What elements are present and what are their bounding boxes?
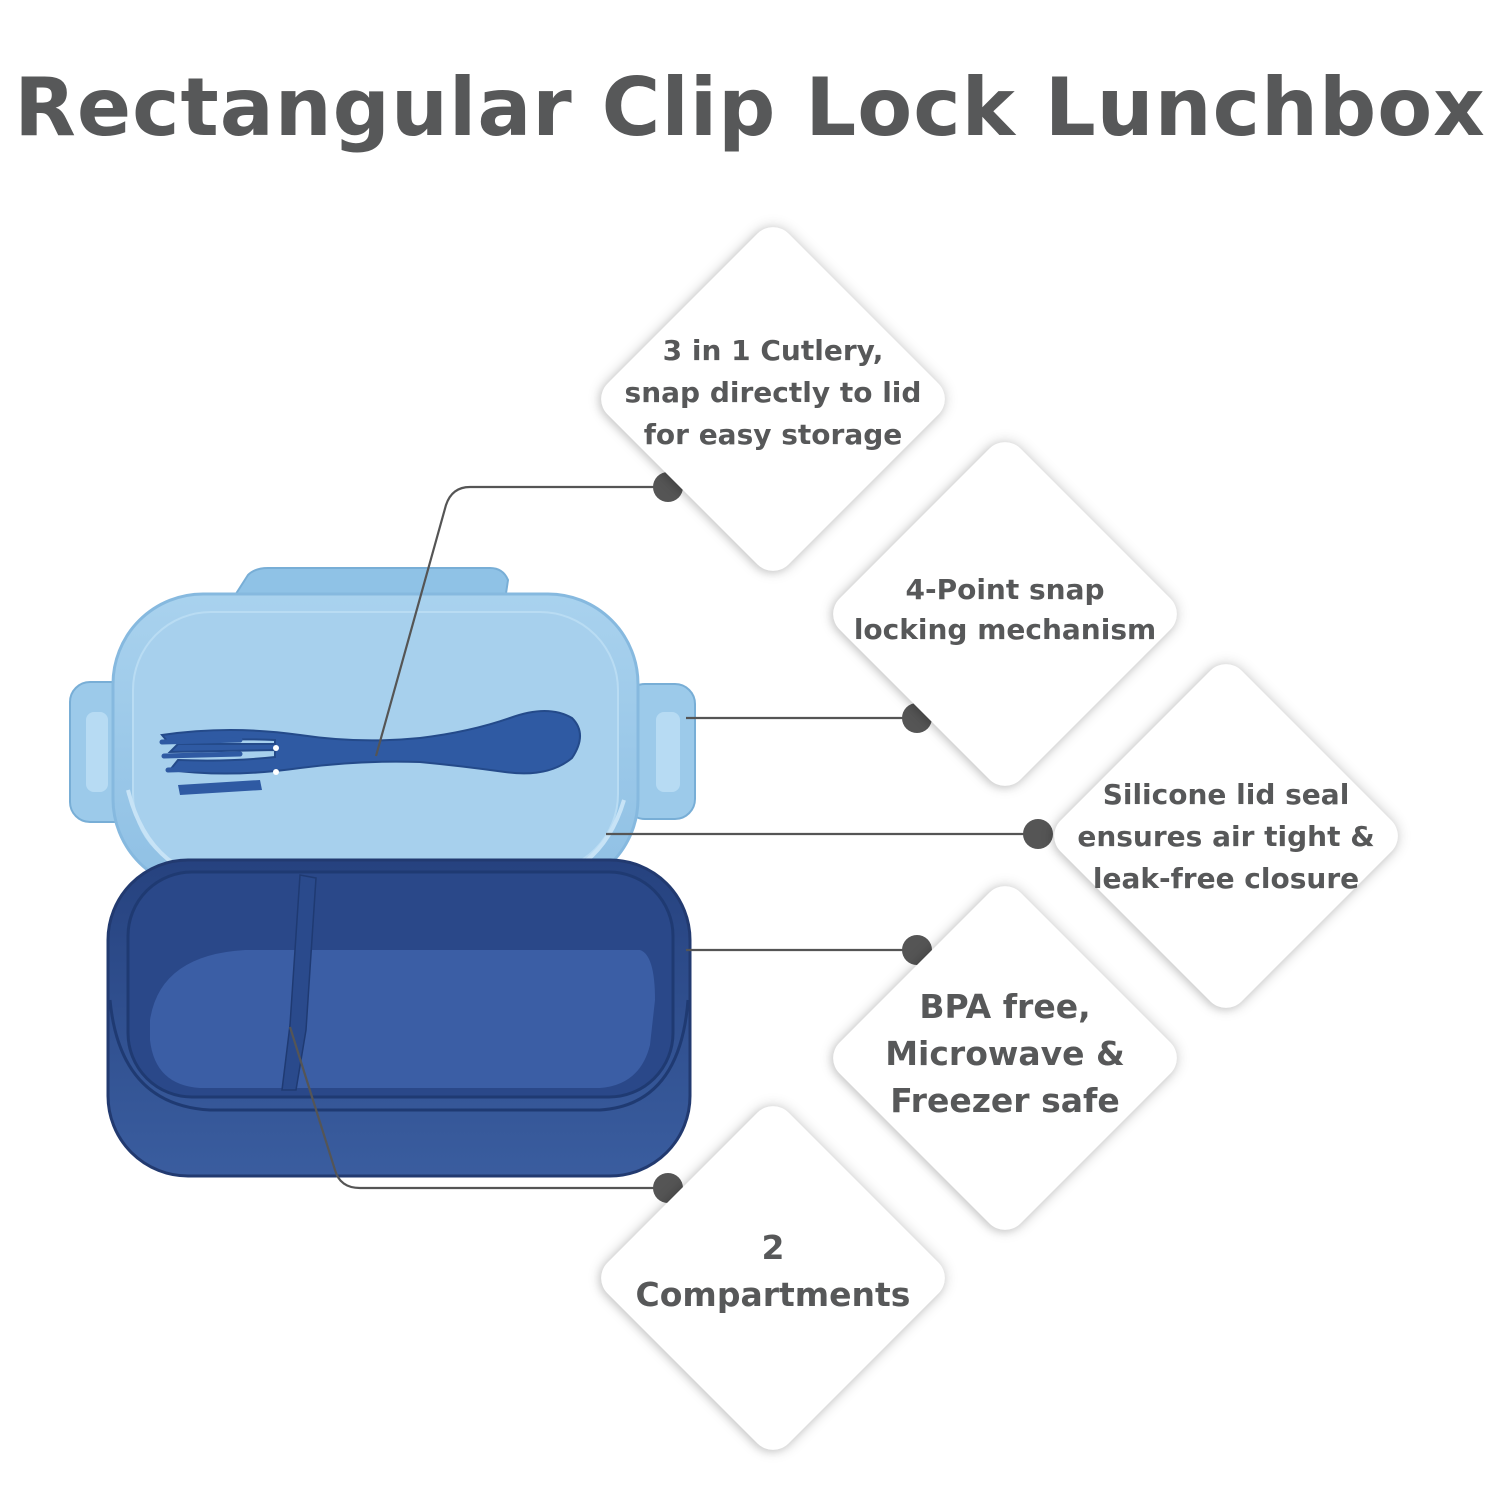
spork-icon [159, 710, 581, 795]
feature-text-compartments: 2 Compartments [635, 1228, 911, 1314]
callout-lines [288, 485, 1035, 1190]
lunchbox-lid [69, 567, 696, 891]
feature-text-locking: 4-Point snap locking mechanism [853, 573, 1157, 646]
callout-dots [653, 472, 1053, 1203]
page-title: Rectangular Clip Lock Lunchbox [14, 61, 1486, 154]
feature-text-cutlery: 3 in 1 Cutlery, snap directly to lid for… [624, 334, 922, 451]
feature-text-seal: Silicone lid seal ensures air tight & le… [1077, 778, 1375, 895]
lunchbox-base [106, 858, 692, 1178]
feature-text-bpa: BPA free, Microwave & Freezer safe [885, 987, 1125, 1120]
